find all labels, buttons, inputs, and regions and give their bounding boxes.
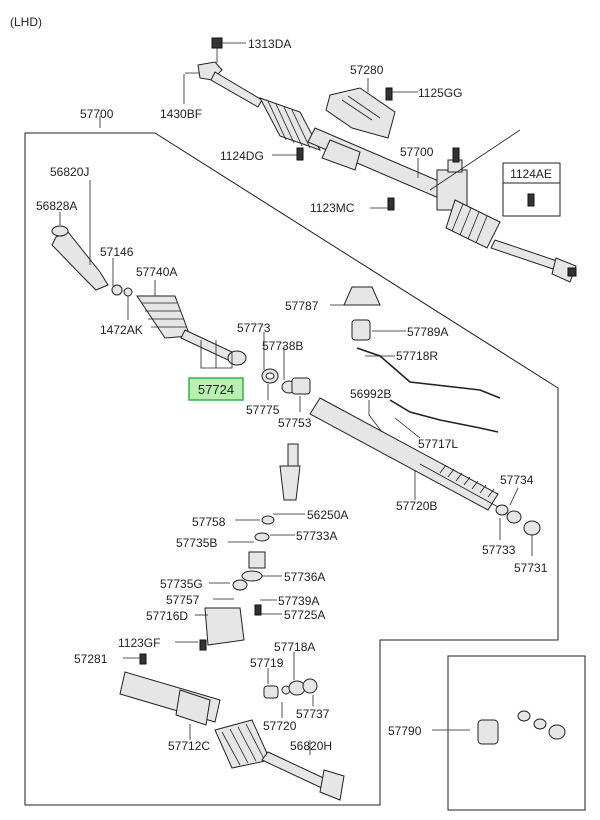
main-frame bbox=[24, 132, 559, 806]
label-57733A: 57733A bbox=[296, 529, 337, 543]
label-57735G: 57735G bbox=[160, 577, 203, 591]
label-1313DA: 1313DA bbox=[248, 37, 291, 51]
label-56820H: 56820H bbox=[290, 739, 332, 753]
label-57716D: 57716D bbox=[146, 609, 188, 623]
label-57718A: 57718A bbox=[274, 640, 315, 654]
label-57146: 57146 bbox=[100, 245, 134, 259]
label-57733: 57733 bbox=[482, 543, 516, 557]
highlighted-part-box[interactable] bbox=[188, 377, 244, 401]
label-57719: 57719 bbox=[250, 656, 284, 670]
exploded-parts bbox=[51, 225, 566, 801]
label-57735B: 57735B bbox=[176, 536, 217, 550]
label-57725A: 57725A bbox=[284, 608, 325, 622]
label-1430BF: 1430BF bbox=[160, 107, 202, 121]
kit-57790-frame bbox=[447, 655, 586, 811]
label-1472AK: 1472AK bbox=[100, 323, 143, 337]
label-57700-top: 57700 bbox=[80, 107, 114, 121]
label-57775: 57775 bbox=[246, 403, 280, 417]
label-56820J: 56820J bbox=[50, 165, 89, 179]
label-57280: 57280 bbox=[350, 63, 384, 77]
leader-lines bbox=[59, 42, 533, 755]
label-57712C: 57712C bbox=[168, 739, 210, 753]
label-57720B: 57720B bbox=[396, 499, 437, 513]
variant-label: (LHD) bbox=[10, 15, 42, 29]
bolt-1124AE-box bbox=[502, 162, 561, 217]
label-57731: 57731 bbox=[514, 561, 548, 575]
top-assembly bbox=[185, 37, 577, 283]
label-57737: 57737 bbox=[296, 707, 330, 721]
label-1123GF: 1123GF bbox=[118, 636, 160, 650]
highlighted-part-code[interactable]: 57724 bbox=[198, 382, 234, 397]
label-57734: 57734 bbox=[500, 473, 534, 487]
label-57740A: 57740A bbox=[136, 265, 177, 279]
label-57753: 57753 bbox=[278, 416, 312, 430]
label-56992B: 56992B bbox=[350, 387, 391, 401]
label-1125GG: 1125GG bbox=[418, 86, 462, 100]
label-1124DG: 1124DG bbox=[220, 149, 264, 163]
label-57281: 57281 bbox=[74, 652, 108, 666]
label-57717L: 57717L bbox=[418, 437, 458, 451]
label-57757: 57757 bbox=[166, 593, 200, 607]
label-57718R: 57718R bbox=[396, 349, 438, 363]
part-labels: 1313DA 1430BF 57700 57280 1125GG 1124DG … bbox=[36, 37, 552, 753]
label-57758: 57758 bbox=[192, 515, 226, 529]
label-57787: 57787 bbox=[285, 299, 319, 313]
label-57736A: 57736A bbox=[284, 570, 325, 584]
label-1123MC: 1123MC bbox=[310, 201, 355, 215]
label-56250A: 56250A bbox=[307, 508, 348, 522]
label-57789A: 57789A bbox=[407, 325, 448, 339]
label-57738B: 57738B bbox=[262, 339, 303, 353]
label-57700-right: 57700 bbox=[400, 145, 434, 159]
label-1124AE: 1124AE bbox=[510, 167, 552, 181]
label-57773: 57773 bbox=[237, 321, 271, 335]
label-57790: 57790 bbox=[388, 724, 422, 738]
label-57720: 57720 bbox=[263, 719, 297, 733]
label-57739A: 57739A bbox=[278, 594, 319, 608]
label-56828A: 56828A bbox=[36, 199, 77, 213]
